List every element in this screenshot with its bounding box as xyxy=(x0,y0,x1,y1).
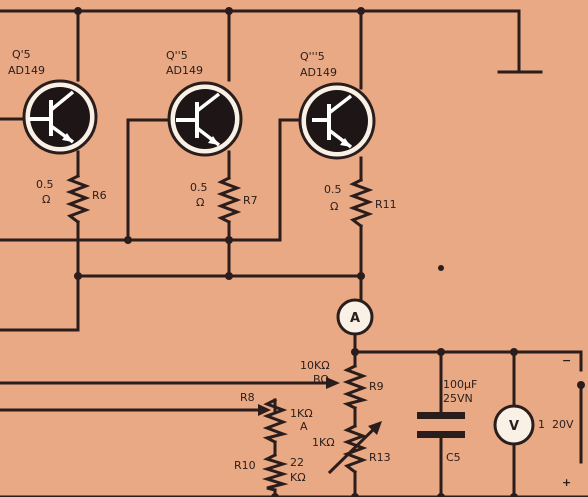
r6-ref-label: R6 xyxy=(92,189,107,202)
junctions xyxy=(74,7,585,497)
r13-value-label: 1KΩ xyxy=(312,436,335,449)
ammeter: A xyxy=(336,298,374,336)
c5-ref-label: C5 xyxy=(446,451,461,464)
r6-value-label: 0.5 xyxy=(36,178,54,191)
q2-ref-label: Q''5 xyxy=(166,49,188,62)
c5-rating-label: 25VN xyxy=(443,392,473,405)
q1-part-label: AD149 xyxy=(8,64,45,77)
r6-unit-label: Ω xyxy=(42,193,50,206)
r8-ref-label: R8 xyxy=(240,391,255,404)
resistor-r13 xyxy=(342,423,368,475)
ammeter-symbol: A xyxy=(350,311,360,326)
minus-terminal-label: − xyxy=(562,354,571,367)
q3-part-label: AD149 xyxy=(300,66,337,79)
voltmeter: V xyxy=(493,404,535,446)
resistor-r8 xyxy=(262,397,289,445)
transistor-q2 xyxy=(167,81,243,157)
voltage-label: 1 20V xyxy=(538,418,574,431)
resistor-r10 xyxy=(261,452,289,492)
r7-ref-label: R7 xyxy=(243,194,258,207)
r11-ref-label: R11 xyxy=(375,198,397,211)
arrow-icon xyxy=(326,377,340,389)
capacitor-c5 xyxy=(417,412,465,438)
r10-value-label: 22 xyxy=(290,456,304,469)
r7-value-label: 0.5 xyxy=(190,181,208,194)
ink-speck xyxy=(438,265,444,271)
variable-arrow-icon xyxy=(327,422,381,475)
r8-tag-label: A xyxy=(300,420,308,433)
resistor-r11 xyxy=(348,177,374,229)
r9-tag-label: BΩ xyxy=(313,373,329,386)
r10-ref-label: R10 xyxy=(234,459,256,472)
r11-value-label: 0.5 xyxy=(324,183,342,196)
plus-terminal-label: + xyxy=(562,476,571,489)
r9-value-label: 10KΩ xyxy=(300,359,330,372)
arrowhead-icon xyxy=(368,421,382,435)
transistor-q1 xyxy=(22,79,98,155)
voltmeter-symbol: V xyxy=(509,419,519,434)
q2-part-label: AD149 xyxy=(166,64,203,77)
r7-unit-label: Ω xyxy=(196,196,204,209)
r8-value-label: 1KΩ xyxy=(290,407,313,420)
r13-ref-label: R13 xyxy=(369,451,391,464)
transistor-q3 xyxy=(298,82,376,160)
r11-unit-label: Ω xyxy=(330,200,338,213)
q1-ref-label: Q'5 xyxy=(12,48,31,61)
q3-ref-label: Q'''5 xyxy=(300,50,325,63)
c5-value-label: 100µF xyxy=(443,378,477,391)
resistor-r9 xyxy=(342,363,369,411)
resistor-r7 xyxy=(216,175,242,225)
resistor-r6 xyxy=(65,173,91,225)
r9-ref-label: R9 xyxy=(369,380,384,393)
r10-unit-label: KΩ xyxy=(290,471,306,484)
wiring xyxy=(0,9,588,497)
arrow-icon xyxy=(258,404,271,416)
